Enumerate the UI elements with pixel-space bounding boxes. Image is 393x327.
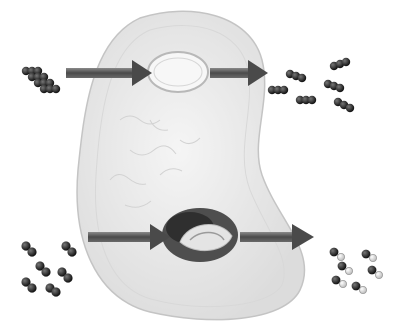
- molecule-atom-icon: [63, 273, 72, 282]
- molecule-atom-icon: [336, 84, 344, 92]
- molecule-atom-icon: [337, 253, 344, 260]
- molecule-cluster-upper-right: [268, 58, 354, 112]
- molecule-atom-icon: [51, 287, 60, 296]
- molecule-atom-icon: [41, 267, 50, 276]
- molecule-atom-icon: [52, 85, 60, 93]
- molecule-atom-icon: [375, 271, 382, 278]
- molecule-atom-icon: [369, 254, 376, 261]
- molecule-atom-icon: [346, 104, 354, 112]
- molecule-atom-icon: [368, 266, 377, 275]
- molecule-atom-icon: [359, 286, 366, 293]
- molecule-atom-icon: [338, 262, 347, 271]
- molecule-atom-icon: [352, 282, 361, 291]
- molecule-atom-icon: [332, 276, 341, 285]
- molecule-atom-icon: [298, 74, 306, 82]
- molecule-atom-icon: [362, 250, 371, 259]
- upper-organelle-icon: [148, 52, 208, 92]
- molecule-atom-icon: [280, 86, 288, 94]
- molecule-atom-icon: [345, 267, 352, 274]
- molecule-atom-icon: [308, 96, 316, 104]
- molecule-atom-icon: [67, 247, 76, 256]
- molecule-atom-icon: [342, 58, 350, 66]
- molecule-cluster-upper-left: [22, 67, 60, 93]
- molecule-atom-icon: [27, 283, 36, 292]
- molecule-atom-icon: [330, 248, 339, 257]
- molecule-atom-icon: [27, 247, 36, 256]
- molecule-cluster-lower-right: [330, 248, 383, 294]
- molecule-cluster-lower-left: [21, 241, 76, 296]
- lower-organelle-icon: [162, 208, 238, 262]
- molecule-atom-icon: [339, 280, 346, 287]
